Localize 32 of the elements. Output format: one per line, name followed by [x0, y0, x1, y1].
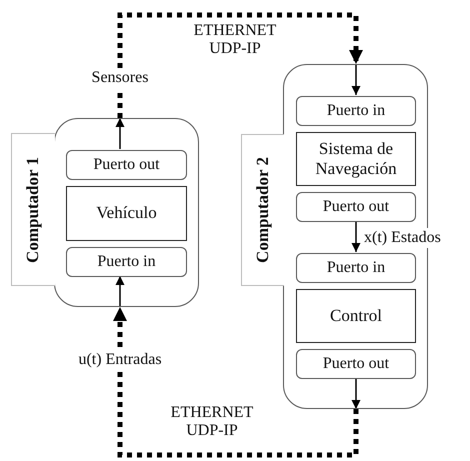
- edge-label: Sensores: [90, 68, 150, 88]
- port-box: [66, 247, 187, 277]
- arrow: [116, 276, 124, 307]
- process-box: [66, 186, 187, 241]
- port-box: [66, 150, 187, 180]
- process-box: [296, 289, 416, 343]
- node-label: Puerto in: [326, 258, 386, 278]
- arrow: [352, 64, 360, 95]
- node-label: Puerto in: [96, 252, 157, 272]
- node-label: Puerto in: [326, 101, 386, 121]
- edge-label: u(t) Entradas: [76, 350, 164, 370]
- arrow: [116, 118, 124, 149]
- node-label: Control: [329, 306, 383, 326]
- port-box: [296, 96, 416, 126]
- arrow: [352, 378, 360, 409]
- computer-tab: Computador 1: [11, 133, 55, 286]
- port-box: [296, 253, 416, 283]
- node-label: Sistema de Navegación: [314, 138, 398, 180]
- port-box: [296, 192, 416, 222]
- protocol-label: ETHERNET UDP-IP: [170, 404, 254, 441]
- process-box: [296, 132, 416, 186]
- node-label: Puerto out: [322, 197, 390, 217]
- node-label: Puerto out: [322, 354, 390, 374]
- node-label: Puerto out: [92, 155, 161, 175]
- arrow: [352, 221, 360, 252]
- edge-label: x(t) Estados: [362, 228, 443, 248]
- protocol-label: ETHERNET UDP-IP: [192, 22, 278, 59]
- computer-tab: Computador 2: [241, 134, 284, 286]
- node-label: Vehículo: [95, 203, 158, 224]
- port-box: [296, 349, 416, 379]
- dotted-arrow: [118, 12, 363, 118]
- dotted-arrow: [113, 307, 358, 458]
